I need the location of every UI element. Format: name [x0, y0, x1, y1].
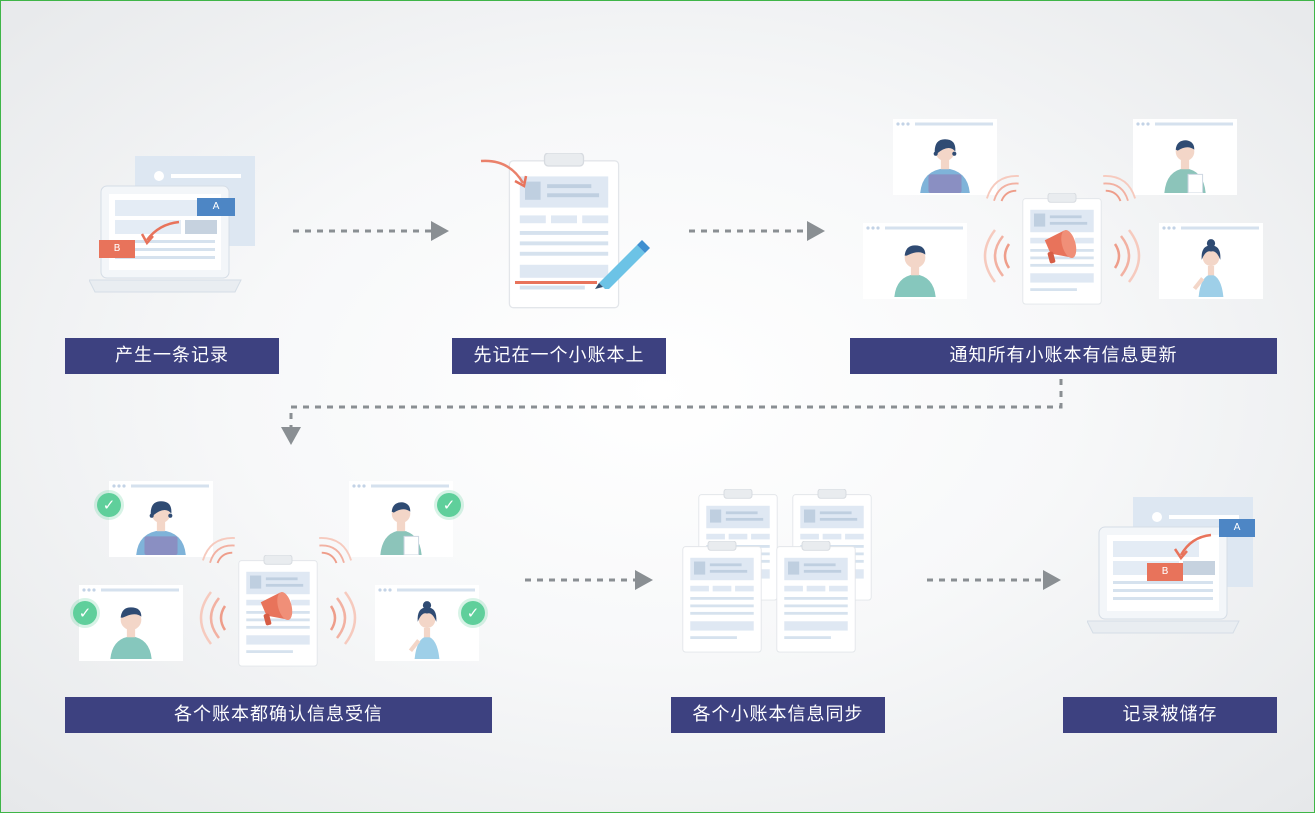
check-icon: ✓	[73, 601, 97, 625]
person-icon	[129, 493, 193, 555]
curved-arrow-icon	[480, 159, 528, 188]
step-2-label: 先记在一个小账本上	[452, 338, 666, 374]
megaphone-icon	[255, 583, 303, 631]
progress-line	[515, 281, 597, 284]
person-icon	[395, 597, 459, 659]
arrow-3-4	[289, 379, 1063, 427]
arrowhead-icon	[807, 221, 825, 241]
clipboard-icon	[679, 541, 765, 653]
pen-icon	[595, 240, 650, 289]
step4-illustration: ✓ ✓ ✓ ✓	[71, 479, 491, 673]
signal-waves-icon	[1111, 221, 1151, 291]
curved-arrow-icon	[1173, 533, 1212, 561]
person-icon	[1153, 131, 1217, 193]
record-tag-a: A	[1219, 519, 1255, 537]
step-4-label: 各个账本都确认信息受信	[65, 697, 492, 733]
step-5-label: 各个小账本信息同步	[671, 697, 885, 733]
signal-waves-icon	[189, 583, 229, 653]
step-3-label: 通知所有小账本有信息更新	[850, 338, 1277, 374]
person-icon	[913, 131, 977, 193]
check-icon: ✓	[97, 493, 121, 517]
check-icon: ✓	[461, 601, 485, 625]
signal-waves-icon	[973, 221, 1013, 291]
arrowhead-icon	[1043, 570, 1061, 590]
step1-illustration: A B	[89, 156, 259, 306]
record-tag-b: B	[99, 240, 135, 258]
arrowhead-icon	[635, 570, 653, 590]
step2-illustration	[479, 149, 659, 309]
person-icon	[369, 493, 433, 555]
person-icon	[883, 235, 947, 297]
signal-waves-icon	[327, 583, 367, 653]
check-icon: ✓	[437, 493, 461, 517]
arrowhead-icon	[281, 427, 301, 445]
step-6-label: 记录被储存	[1063, 697, 1277, 733]
curved-arrow-icon	[140, 220, 180, 246]
clipboard-icon	[773, 541, 859, 653]
step3-illustration	[861, 117, 1265, 309]
person-icon	[1179, 235, 1243, 297]
arrowhead-icon	[431, 221, 449, 241]
record-tag-b: B	[1147, 563, 1183, 581]
megaphone-icon	[1039, 221, 1087, 269]
person-icon	[99, 597, 163, 659]
step5-illustration	[677, 489, 881, 657]
step6-illustration: A B	[1087, 497, 1257, 647]
record-tag-a: A	[197, 198, 235, 216]
step-1-label: 产生一条记录	[65, 338, 279, 374]
